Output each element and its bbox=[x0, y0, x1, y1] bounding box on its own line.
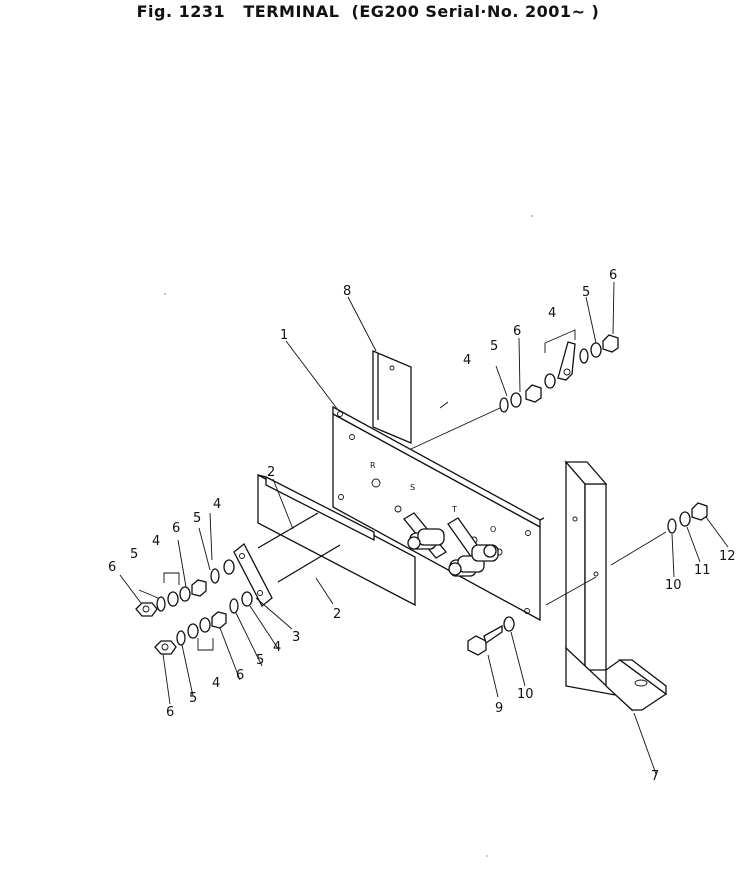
callout-3: 3 bbox=[292, 630, 300, 645]
scan-specks bbox=[164, 215, 533, 857]
part-2-insulator-plates[interactable] bbox=[257, 473, 416, 607]
callout-5-right-a: 5 bbox=[490, 339, 498, 354]
terminal-mark-r: R bbox=[370, 461, 376, 470]
callout-4-left-upper: 4 bbox=[152, 534, 160, 549]
callout-7: 7 bbox=[651, 769, 659, 784]
callout-12: 12 bbox=[719, 549, 736, 564]
part-1-terminal-board[interactable]: R S T O bbox=[332, 405, 545, 622]
figure-title: Fig. 1231 TERMINAL (EG200 Serial·No. 200… bbox=[0, 0, 736, 21]
callout-6-right-b: 6 bbox=[609, 268, 617, 283]
callout-6-left-lower-b: 6 bbox=[236, 668, 244, 683]
callout-4-left-lower: 4 bbox=[212, 676, 220, 691]
part-3-link-plate[interactable] bbox=[233, 542, 273, 608]
callout-11: 11 bbox=[694, 563, 711, 578]
figure-name: TERMINAL bbox=[243, 2, 340, 21]
terminal-mark-s: S bbox=[410, 483, 415, 492]
callout-1: 1 bbox=[280, 328, 288, 343]
callout-2-upper: 2 bbox=[267, 465, 275, 480]
part-2-threaded-studs[interactable] bbox=[257, 512, 341, 583]
callout-9: 9 bbox=[495, 701, 503, 716]
callout-4-left-upper-b: 4 bbox=[213, 497, 221, 512]
callout-6-left-upper-b: 6 bbox=[172, 521, 180, 536]
figure-number: Fig. 1231 bbox=[136, 2, 226, 21]
assembly-lines bbox=[119, 281, 729, 775]
figure-applicability: (EG200 Serial·No. 2001~ ) bbox=[351, 2, 600, 21]
terminal-mark-o: O bbox=[490, 525, 496, 534]
callout-6-left-lower: 6 bbox=[166, 705, 174, 720]
board-terminal-lugs[interactable] bbox=[403, 512, 499, 577]
left-hardware-row-lower[interactable] bbox=[154, 591, 253, 655]
part-9-bolt[interactable] bbox=[467, 624, 503, 656]
callout-6-right-a: 6 bbox=[513, 324, 521, 339]
part-10-washer-lower[interactable] bbox=[503, 616, 515, 632]
callout-4-right-a: 4 bbox=[463, 353, 471, 368]
part-7-bracket[interactable] bbox=[564, 460, 668, 712]
callout-4-left-lower-b: 4 bbox=[273, 640, 281, 655]
callout-8: 8 bbox=[343, 284, 351, 299]
callout-10-lower: 10 bbox=[517, 687, 534, 702]
callout-6-left-upper: 6 bbox=[108, 560, 116, 575]
callout-4-right-b: 4 bbox=[548, 306, 556, 321]
right-hardware-stack[interactable] bbox=[499, 329, 619, 413]
left-hardware-row-upper[interactable] bbox=[135, 559, 235, 617]
callout-10-right: 10 bbox=[665, 578, 682, 593]
callout-5-right-b: 5 bbox=[582, 285, 590, 300]
callout-labels: 8 1 2 2 3 4 5 6 4 5 6 6 5 4 6 5 4 6 5 4 … bbox=[108, 268, 736, 784]
part-8-strip[interactable] bbox=[372, 350, 412, 444]
callout-2-lower: 2 bbox=[333, 607, 341, 622]
callout-5-left-lower-b: 5 bbox=[256, 653, 264, 668]
bracket-fasteners[interactable] bbox=[667, 502, 708, 534]
callout-5-left-lower: 5 bbox=[189, 691, 197, 706]
terminal-mark-t: T bbox=[451, 505, 457, 514]
callout-5-left-upper-b: 5 bbox=[193, 511, 201, 526]
callout-5-left-upper: 5 bbox=[130, 547, 138, 562]
